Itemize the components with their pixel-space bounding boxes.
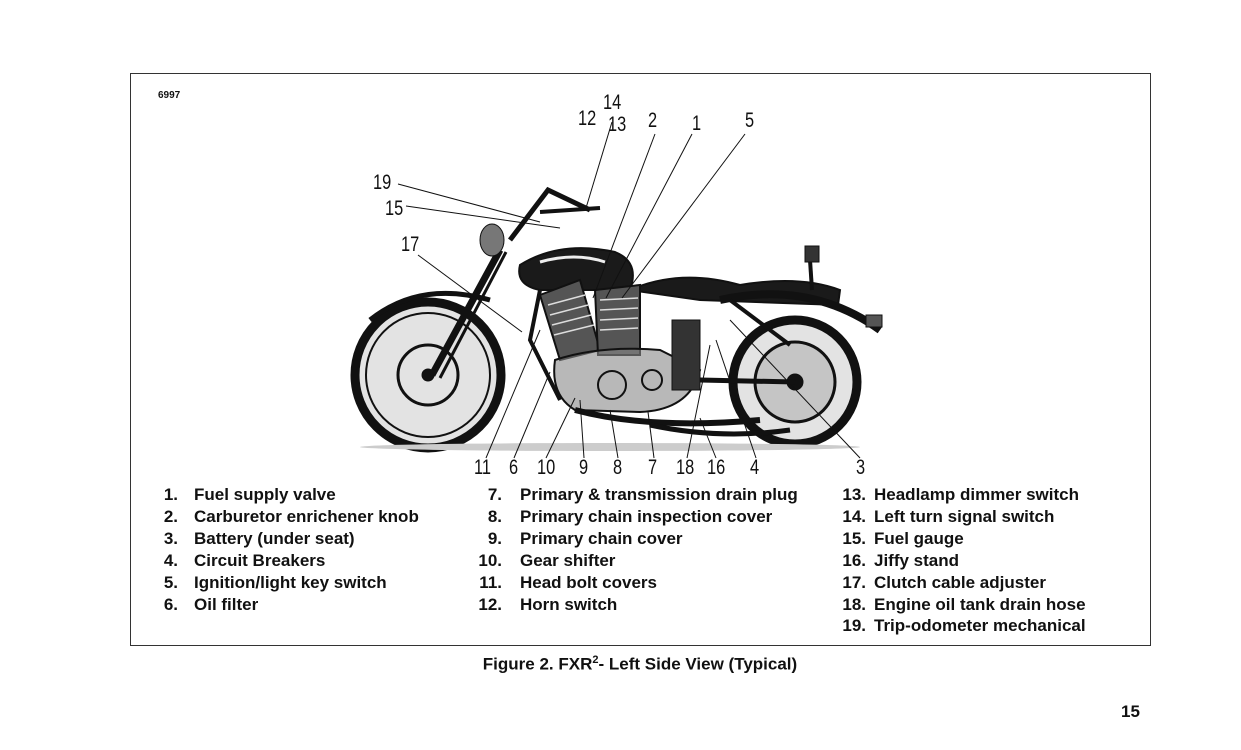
- callout-4: 4: [750, 456, 760, 479]
- legend-item: 8.Primary chain inspection cover: [487, 506, 773, 526]
- legend-column-2: 7.Primary & transmission drain plug 8.Pr…: [470, 484, 798, 615]
- page-number: 15: [1121, 702, 1140, 721]
- callout-15: 15: [385, 197, 404, 220]
- callout-13: 13: [608, 113, 627, 136]
- legend-item: 18.Engine oil tank drain hose: [842, 594, 1086, 614]
- legend-item: 4.Circuit Breakers: [163, 550, 326, 570]
- legend-item: 2.Carburetor enrichener knob: [163, 506, 419, 526]
- callout-17: 17: [401, 233, 420, 256]
- callout-19: 19: [373, 171, 392, 194]
- legend-item: 1.Fuel supply valve: [163, 485, 336, 504]
- callout-2: 2: [648, 109, 658, 132]
- caption-suffix: - Left Side View (Typical): [598, 654, 798, 674]
- callout-16: 16: [707, 456, 726, 479]
- figure-caption: Figure 2. FXR2- Left Side View (Typical): [0, 654, 1241, 675]
- legend-item: 13.Headlamp dimmer switch: [842, 485, 1080, 504]
- legend-column-3: 13.Headlamp dimmer switch 14.Left turn s…: [822, 484, 1086, 637]
- legend-item: 5.Ignition/light key switch: [163, 572, 387, 592]
- legend-item: 10.Gear shifter: [478, 550, 616, 570]
- callout-5: 5: [745, 109, 755, 132]
- callout-14: 14: [603, 91, 622, 114]
- legend-item: 16.Jiffy stand: [842, 550, 960, 570]
- callout-1: 1: [692, 112, 702, 135]
- legend-item: 6.Oil filter: [163, 594, 259, 614]
- callout-18: 18: [676, 456, 695, 479]
- legend-item: 14.Left turn signal switch: [842, 506, 1055, 526]
- callout-12: 12: [578, 107, 597, 130]
- figure-id: 6997: [158, 90, 181, 101]
- callout-9: 9: [579, 456, 589, 479]
- legend-item: 7.Primary & transmission drain plug: [487, 485, 798, 504]
- caption-superscript: 2: [592, 654, 599, 666]
- callout-3: 3: [856, 456, 866, 479]
- callout-6: 6: [509, 456, 519, 479]
- legend-item: 11.Head bolt covers: [479, 572, 657, 592]
- caption-prefix: Figure 2. FXR: [482, 654, 593, 674]
- callout-10: 10: [537, 456, 556, 479]
- legend-item: 3.Battery (under seat): [163, 528, 355, 548]
- callout-11: 11: [474, 456, 492, 479]
- legend-item: 12.Horn switch: [478, 594, 618, 614]
- legend-item: 17.Clutch cable adjuster: [842, 572, 1046, 592]
- legend-item: 15.Fuel gauge: [842, 528, 964, 548]
- callout-7: 7: [648, 456, 658, 479]
- legend-item: 9.Primary chain cover: [487, 528, 683, 548]
- callout-8: 8: [613, 456, 623, 479]
- legend-column-1: 1.Fuel supply valve 2.Carburetor enriche…: [150, 484, 419, 615]
- legend-item: 19.Trip-odometer mechanical: [842, 616, 1086, 636]
- figure-frame: [130, 73, 1151, 646]
